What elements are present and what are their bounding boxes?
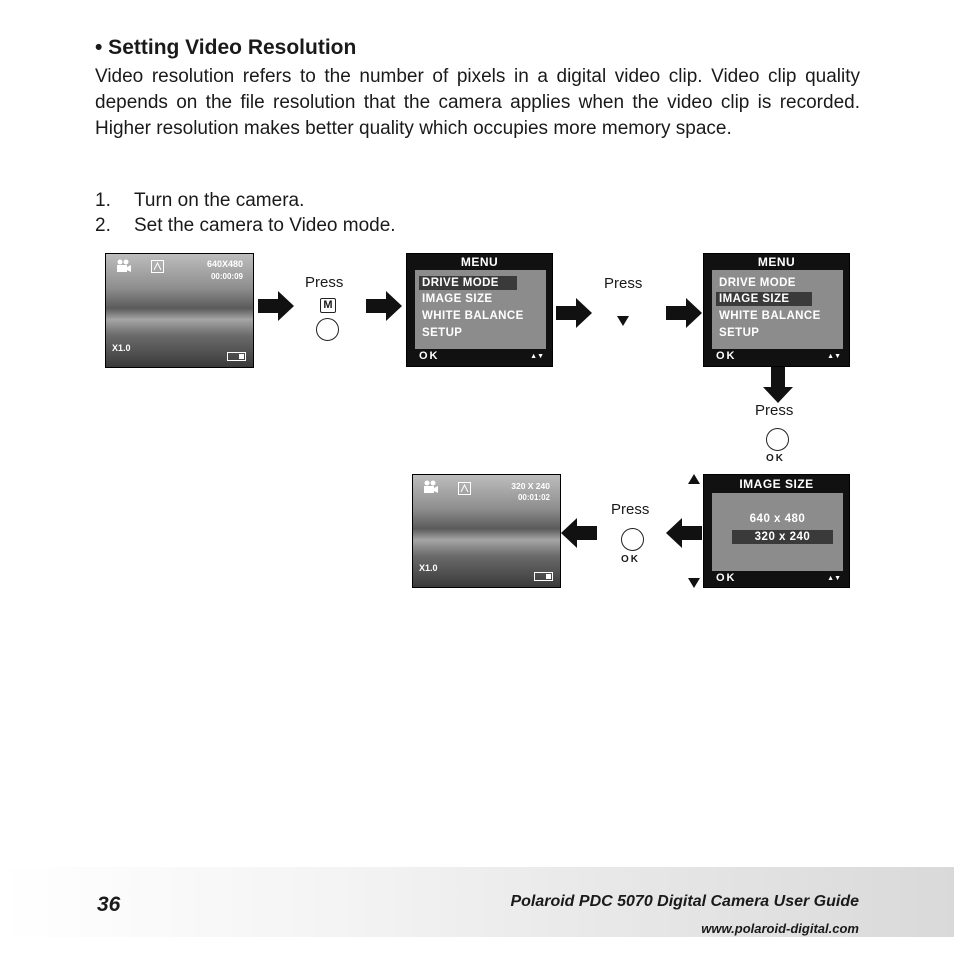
zoom-readout: X1.0 bbox=[112, 343, 131, 353]
press-label: Press bbox=[305, 274, 343, 291]
down-arrow-icon bbox=[688, 578, 700, 588]
arrow-right-icon bbox=[258, 291, 294, 321]
up-down-icon: ▲▼ bbox=[530, 353, 544, 360]
step-text: Turn on the camera. bbox=[134, 190, 304, 211]
step-number: 1. bbox=[95, 190, 134, 212]
m-button-label: M bbox=[320, 298, 336, 313]
battery-icon bbox=[227, 352, 247, 361]
video-camera-icon bbox=[116, 259, 132, 273]
menu-item-setup[interactable]: SETUP bbox=[716, 326, 762, 340]
press-label: Press bbox=[604, 275, 642, 292]
section-title: • Setting Video Resolution bbox=[95, 36, 356, 60]
ok-button[interactable] bbox=[766, 428, 789, 451]
image-size-screen: IMAGE SIZE 640 x 480 320 x 240 OK ▲▼ bbox=[703, 474, 850, 588]
menu-item-image-size[interactable]: IMAGE SIZE bbox=[419, 292, 495, 306]
ok-button[interactable] bbox=[621, 528, 644, 551]
image-size-title: IMAGE SIZE bbox=[704, 477, 849, 491]
website-url[interactable]: www.polaroid-digital.com bbox=[701, 921, 859, 936]
arrow-left-icon bbox=[666, 518, 702, 548]
menu-item-drive-mode[interactable]: DRIVE MODE bbox=[419, 276, 517, 290]
menu-item-setup[interactable]: SETUP bbox=[419, 326, 465, 340]
image-size-panel: 640 x 480 320 x 240 bbox=[712, 493, 843, 571]
intro-paragraph: Video resolution refers to the number of… bbox=[95, 64, 860, 142]
down-arrow-button-icon[interactable] bbox=[617, 315, 629, 327]
recording-time: 00:00:09 bbox=[211, 272, 243, 281]
arrow-right-icon bbox=[666, 298, 702, 328]
ok-label: OK bbox=[419, 350, 440, 362]
arrow-right-icon bbox=[556, 298, 592, 328]
ok-button-label: OK bbox=[766, 453, 785, 464]
menu-item-image-size[interactable]: IMAGE SIZE bbox=[716, 292, 812, 306]
video-preview-320: 320 X 240 00:01:02 X1.0 bbox=[412, 474, 561, 588]
step-number: 2. bbox=[95, 215, 134, 237]
guide-title: Polaroid PDC 5070 Digital Camera User Gu… bbox=[510, 893, 859, 911]
image-quality-icon bbox=[458, 482, 471, 495]
menu-button[interactable] bbox=[316, 318, 339, 341]
press-label: Press bbox=[755, 402, 793, 419]
video-preview-640: 640X480 00:00:09 X1.0 bbox=[105, 253, 254, 368]
recording-time: 00:01:02 bbox=[518, 493, 550, 502]
up-arrow-icon bbox=[688, 474, 700, 484]
menu-item-drive-mode[interactable]: DRIVE MODE bbox=[716, 276, 799, 290]
menu-item-white-balance[interactable]: WHITE BALANCE bbox=[716, 309, 824, 323]
step-2: 2.Set the camera to Video mode. bbox=[95, 215, 396, 237]
page-number: 36 bbox=[97, 893, 120, 917]
press-label: Press bbox=[611, 501, 649, 518]
resolution-readout: 640X480 bbox=[207, 259, 243, 269]
option-640x480[interactable]: 640 x 480 bbox=[732, 513, 823, 525]
ok-button-label: OK bbox=[621, 554, 640, 565]
menu-screen-image-size: MENU DRIVE MODE IMAGE SIZE WHITE BALANCE… bbox=[703, 253, 850, 367]
menu-panel: DRIVE MODE IMAGE SIZE WHITE BALANCE SETU… bbox=[712, 270, 843, 349]
image-quality-icon bbox=[151, 260, 164, 273]
menu-item-white-balance[interactable]: WHITE BALANCE bbox=[419, 309, 527, 323]
up-down-icon: ▲▼ bbox=[827, 353, 841, 360]
menu-title: MENU bbox=[407, 255, 552, 269]
menu-screen-drive-mode: MENU DRIVE MODE IMAGE SIZE WHITE BALANCE… bbox=[406, 253, 553, 367]
arrow-left-icon bbox=[561, 518, 597, 548]
battery-icon bbox=[534, 572, 554, 581]
video-camera-icon bbox=[423, 480, 439, 494]
ok-label: OK bbox=[716, 350, 737, 362]
up-down-icon: ▲▼ bbox=[827, 575, 841, 582]
step-1: 1.Turn on the camera. bbox=[95, 190, 304, 212]
arrow-down-icon bbox=[763, 367, 793, 403]
resolution-readout: 320 X 240 bbox=[511, 481, 550, 491]
menu-title: MENU bbox=[704, 255, 849, 269]
option-320x240[interactable]: 320 x 240 bbox=[732, 530, 833, 544]
zoom-readout: X1.0 bbox=[419, 563, 438, 573]
step-text: Set the camera to Video mode. bbox=[134, 215, 396, 236]
arrow-right-icon bbox=[366, 291, 402, 321]
menu-panel: DRIVE MODE IMAGE SIZE WHITE BALANCE SETU… bbox=[415, 270, 546, 349]
ok-label: OK bbox=[716, 572, 737, 584]
